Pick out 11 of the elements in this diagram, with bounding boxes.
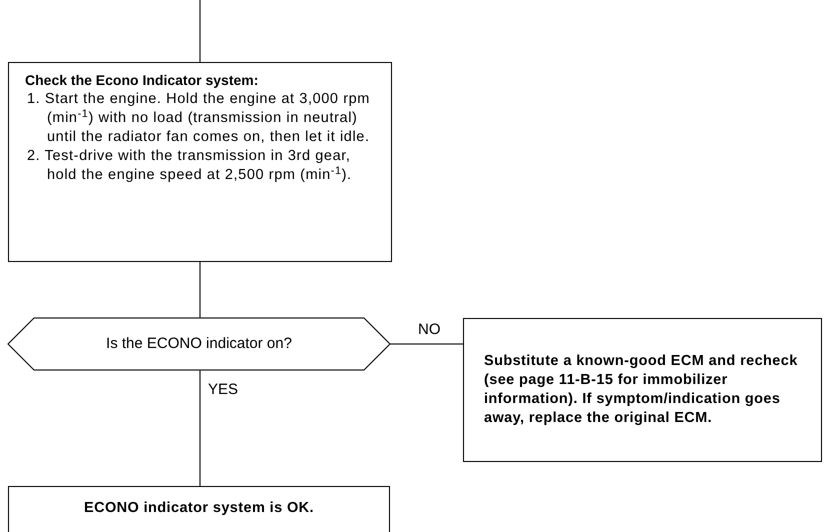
edge-label: YES [208, 382, 238, 397]
step-text: Substitute a known-good ECM and recheck (see page 11-B-15 for immobilizer information). If symptom/indication goes away, replace the original ECM. [484, 352, 799, 428]
process-box [8, 62, 392, 262]
edge-label: NO [418, 322, 440, 337]
step-text: 1. Start the engine. Hold the engine at 3,000 rpm (min$^{-1}$) with no load (transmission in neutral) until the radiator fan comes on, then let it idle. [26, 90, 371, 147]
process-box [463, 318, 822, 462]
decision-hexagon [7, 318, 391, 370]
step-text: 2. Test-drive with the transmission in 3rd gear, hold the engine speed at 2,500 rpm (min$^{-1}$). [26, 147, 353, 185]
box-heading: Check the Econo Indicator system: [25, 71, 260, 90]
decision-text: Is the ECONO indicator on? [106, 334, 292, 354]
step-text: ECONO indicator system is OK. [84, 499, 314, 518]
